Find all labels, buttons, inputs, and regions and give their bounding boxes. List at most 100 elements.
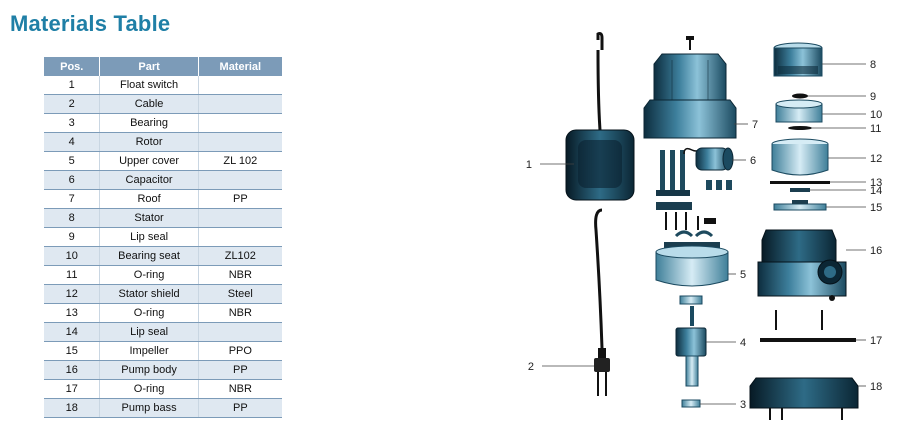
- cell-pos: 15: [44, 341, 101, 361]
- cell-pos: 3: [44, 113, 101, 133]
- cell-pos: 12: [44, 284, 101, 304]
- cell-material: [198, 322, 282, 342]
- cell-material: PP: [198, 189, 282, 209]
- cell-material: [198, 132, 282, 152]
- cell-material: NBR: [198, 265, 282, 285]
- capacitor-part: [683, 147, 734, 171]
- cell-part: Bearing seat: [99, 246, 199, 266]
- callout-label-10: 10: [870, 109, 882, 121]
- cell-part: Lip seal: [99, 322, 199, 342]
- float-switch-part: [565, 32, 635, 201]
- cell-material: [198, 76, 282, 95]
- cell-part: Float switch: [99, 76, 199, 95]
- cell-material: PPO: [198, 341, 282, 361]
- o-ring-13-part: [770, 181, 830, 184]
- cell-part: Impeller: [99, 341, 199, 361]
- cell-material: NBR: [198, 303, 282, 323]
- cell-material: PP: [198, 360, 282, 380]
- callout-label-11: 11: [870, 123, 881, 135]
- connector-parts: [656, 150, 732, 230]
- cell-pos: 11: [44, 265, 101, 285]
- cell-pos: 5: [44, 151, 101, 171]
- pump-bass-part: [749, 377, 859, 420]
- cell-pos: 8: [44, 208, 101, 228]
- callout-label-5: 5: [740, 269, 746, 281]
- cell-pos: 9: [44, 227, 101, 247]
- header-material: Material: [198, 57, 282, 76]
- cell-material: [198, 94, 282, 114]
- callout-label-9: 9: [870, 91, 876, 103]
- cell-part: O-ring: [99, 379, 199, 399]
- screw-parts: [775, 310, 823, 330]
- upper-cover-part: [655, 230, 729, 287]
- callout-label-13: 13: [870, 177, 882, 189]
- o-ring-17-part: [760, 338, 856, 342]
- cell-part: Pump bass: [99, 398, 199, 418]
- cell-part: Upper cover: [99, 151, 199, 171]
- cell-part: Rotor: [99, 132, 199, 152]
- cell-material: Steel: [198, 284, 282, 304]
- cell-pos: 14: [44, 322, 101, 342]
- callout-label-8: 8: [870, 59, 876, 71]
- callout-label-14: 14: [870, 185, 882, 197]
- cell-pos: 6: [44, 170, 101, 190]
- callout-label-7: 7: [752, 119, 758, 131]
- rotor-part: [675, 295, 707, 387]
- callout-label-12: 12: [870, 153, 882, 165]
- roof-part: [643, 36, 737, 139]
- bearing-part: [681, 399, 701, 408]
- o-ring-11-part: [788, 126, 812, 130]
- cell-material: ZL102: [198, 246, 282, 266]
- callout-label-16: 16: [870, 245, 882, 257]
- cell-part: Lip seal: [99, 227, 199, 247]
- callout-label-4: 4: [740, 337, 746, 349]
- cell-material: PP: [198, 398, 282, 418]
- cell-pos: 17: [44, 379, 101, 399]
- cell-part: O-ring: [99, 303, 199, 323]
- cell-pos: 18: [44, 398, 101, 418]
- stator-part: [773, 42, 823, 77]
- cell-pos: 1: [44, 76, 101, 95]
- page-title: Materials Table: [10, 11, 171, 36]
- bearing-seat-part: [775, 99, 823, 123]
- cell-part: Stator shield: [99, 284, 199, 304]
- callout-label-1: 1: [526, 159, 532, 171]
- cell-pos: 2: [44, 94, 101, 114]
- cell-pos: 4: [44, 132, 101, 152]
- cell-part: Capacitor: [99, 170, 199, 190]
- header-pos: Pos.: [44, 57, 101, 76]
- cell-material: [198, 227, 282, 247]
- stator-shield-part: [771, 138, 829, 176]
- cell-pos: 13: [44, 303, 101, 323]
- table-header-row: Pos. Part Material: [44, 57, 282, 76]
- cell-pos: 10: [44, 246, 101, 266]
- cell-material: [198, 208, 282, 228]
- cell-pos: 7: [44, 189, 101, 209]
- lip-seal-part: [792, 93, 808, 99]
- callout-label-3: 3: [740, 399, 746, 411]
- cell-part: Stator: [99, 208, 199, 228]
- cable-plug-part: [594, 208, 610, 396]
- pump-body-part: [757, 229, 847, 301]
- cell-part: Cable: [99, 94, 199, 114]
- header-part: Part: [99, 57, 199, 76]
